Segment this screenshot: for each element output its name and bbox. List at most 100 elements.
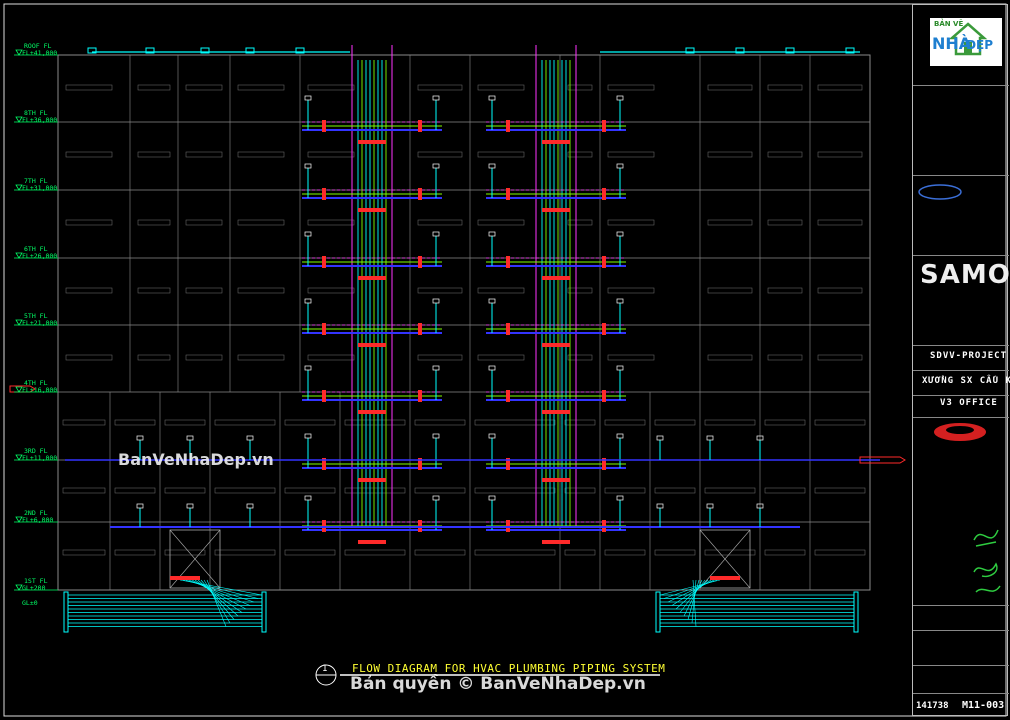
roof-vent (295, 47, 305, 54)
room-tag (767, 219, 803, 226)
room-tag (817, 354, 863, 361)
sheet-frame (3, 3, 1007, 717)
unit-terminal (616, 231, 624, 237)
manifold-riser (188, 579, 251, 606)
unit-terminal (488, 95, 496, 101)
valve (322, 323, 326, 335)
unit-terminal (616, 433, 624, 439)
pump-valve (170, 576, 200, 580)
floor-level: GL+200 (22, 584, 46, 592)
room-tag (477, 151, 525, 158)
floor-level: FL+21,000 (22, 319, 58, 327)
room-tag (607, 84, 655, 91)
unit-terminal (432, 365, 440, 371)
manifold-riser (687, 579, 700, 620)
unit-terminal (656, 503, 664, 509)
unit-terminal (136, 435, 144, 441)
main-arrow (859, 456, 906, 464)
valve (322, 390, 326, 402)
manifold-valve (542, 208, 570, 212)
room-tag (114, 487, 156, 494)
manifold-riser (203, 579, 231, 624)
room-tag (604, 487, 646, 494)
unit-terminal (432, 495, 440, 501)
drawing-title: FLOW DIAGRAM FOR HVAC PLUMBING PIPING SY… (352, 662, 666, 675)
manifold-riser (191, 579, 247, 610)
room-tag (65, 151, 113, 158)
level-symbol (15, 49, 23, 56)
valve (602, 120, 606, 132)
basement-manifolds (63, 529, 859, 633)
room-tag (817, 219, 863, 226)
room-tag (477, 219, 525, 226)
room-tag (185, 287, 223, 294)
unit-terminal (756, 503, 764, 509)
pump-room-cross (699, 529, 751, 589)
room-tag (654, 419, 696, 426)
roof-vent (735, 47, 745, 54)
room-tag (707, 84, 753, 91)
unit-terminal (432, 433, 440, 439)
floor-level: FL+6,000 (22, 516, 54, 524)
valve (322, 256, 326, 268)
manifold-valve (542, 540, 570, 544)
room-tag (62, 549, 106, 556)
logo-top-text: BẢN VẼ (934, 20, 964, 28)
building-name: XƯỞNG SX CẤU KIỆN (922, 376, 1010, 386)
room-tag (62, 419, 106, 426)
room-tag (237, 151, 285, 158)
unit-terminal (656, 435, 664, 441)
unit-terminal (706, 435, 714, 441)
room-tag (814, 549, 866, 556)
manifold-valve (358, 276, 386, 280)
manifold-valve (358, 208, 386, 212)
room-tag (344, 549, 406, 556)
floor-name: 3RD FL (24, 447, 48, 455)
room-tag (764, 419, 806, 426)
room-tag (137, 151, 171, 158)
room-tag (237, 84, 285, 91)
logo-main-text: NHÀ (932, 34, 972, 53)
office-name: V3 OFFICE (940, 398, 998, 408)
floor-name: 1ST FL (24, 577, 48, 585)
room-tag (65, 219, 113, 226)
valve (506, 323, 510, 335)
room-tag (284, 419, 336, 426)
manifold-riser (671, 579, 712, 606)
unit-terminal (186, 435, 194, 441)
valve (418, 390, 422, 402)
room-tag (414, 549, 466, 556)
room-tag (564, 419, 596, 426)
room-tag (707, 354, 753, 361)
unit-terminal (616, 163, 624, 169)
unit-terminal (304, 95, 312, 101)
valve (322, 458, 326, 470)
room-tag (704, 487, 756, 494)
roof-vent (245, 47, 255, 54)
room-tag (417, 151, 463, 158)
valve (418, 120, 422, 132)
room-tag (214, 419, 276, 426)
room-tag (307, 354, 355, 361)
floor-level: FL+31,000 (22, 184, 58, 192)
side-arrow (9, 385, 36, 393)
room-tag (764, 487, 806, 494)
valve (322, 120, 326, 132)
room-tag (237, 354, 285, 361)
manifold-riser (683, 579, 703, 617)
room-tag (137, 354, 171, 361)
manifold-riser (206, 579, 227, 627)
room-tag (474, 487, 556, 494)
room-tag (307, 287, 355, 294)
manifold-riser (675, 579, 709, 610)
manifold-valve (542, 343, 570, 347)
building-section (57, 54, 871, 591)
manifold-valve (358, 478, 386, 482)
level-symbol (15, 386, 23, 393)
manifold-header (63, 591, 69, 633)
project-name: SDVV-PROJECT (930, 351, 1008, 361)
unit-terminal (488, 298, 496, 304)
room-tag (65, 84, 113, 91)
room-tag (417, 84, 463, 91)
